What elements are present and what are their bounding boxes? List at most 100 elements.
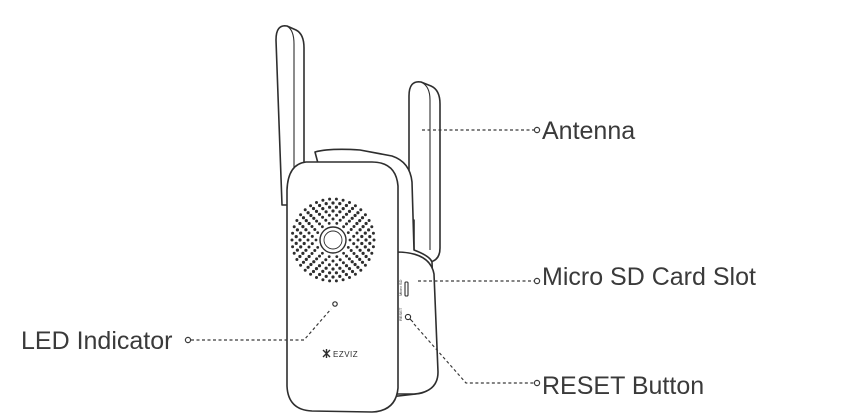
sd-side-text: Micro SD	[398, 279, 403, 296]
speaker-hole	[350, 206, 355, 211]
sd-slot-label: Micro SD Card Slot	[542, 263, 756, 291]
speaker-hole	[344, 203, 348, 208]
speaker-hole	[334, 271, 338, 275]
speaker-hole	[358, 257, 362, 261]
speaker-hole	[315, 257, 319, 261]
speaker-hole	[344, 212, 349, 216]
speaker-hole	[310, 234, 314, 238]
speaker-hole	[348, 238, 352, 242]
speaker-hole	[324, 266, 328, 270]
speaker-hole	[349, 249, 353, 252]
speaker-hole	[345, 254, 348, 258]
speaker-hole	[347, 267, 352, 271]
speaker-hole	[338, 218, 342, 222]
speaker-hole	[295, 248, 299, 252]
speaker-hole	[364, 221, 368, 226]
speaker-hole	[321, 207, 325, 211]
speaker-hole	[327, 263, 331, 267]
left-antenna	[275, 24, 305, 206]
speaker-hole	[321, 225, 324, 229]
speaker-hole	[338, 266, 342, 270]
speaker-hole	[335, 255, 339, 258]
callout-antenna: Antenna	[422, 117, 635, 145]
speaker-hole	[331, 217, 335, 221]
speaker-hole	[331, 209, 335, 213]
speaker-hole	[372, 238, 376, 242]
brand-logo: EZVIZ	[322, 349, 358, 359]
speaker-hole	[327, 255, 331, 258]
speaker-hole	[346, 231, 350, 235]
speaker-hole	[347, 209, 352, 213]
speaker-hole	[371, 245, 375, 249]
speaker-hole	[294, 235, 298, 239]
speaker-hole	[327, 213, 331, 217]
speaker-hole	[331, 201, 335, 205]
speaker-hole	[353, 262, 357, 267]
speaker-hole	[328, 197, 332, 201]
speaker-hole	[341, 269, 345, 273]
speaker-hole	[318, 203, 322, 208]
reset-button-hole: RESET	[398, 307, 414, 323]
speaker-hole	[363, 231, 367, 235]
speaker-hole	[355, 221, 359, 226]
speaker-hole	[306, 238, 310, 242]
speaker-hole	[338, 202, 342, 206]
speaker-hole	[324, 202, 328, 206]
speaker-hole	[335, 263, 339, 267]
speaker-hole	[348, 276, 351, 279]
speaker-hole	[315, 201, 318, 204]
speaker-hole	[315, 276, 318, 279]
speaker-hole	[310, 225, 314, 228]
speaker-hole	[313, 249, 317, 252]
speaker-hole	[370, 225, 374, 229]
speaker-hole	[301, 260, 306, 264]
speaker-hole	[367, 228, 371, 232]
speaker-hole	[309, 272, 313, 276]
speaker-hole	[302, 241, 306, 246]
speaker-hole	[328, 279, 332, 283]
speaker-hole	[346, 246, 350, 249]
speaker-hole	[301, 216, 306, 220]
speaker-hole	[299, 245, 303, 249]
speaker-hole	[324, 218, 328, 222]
speaker-hole	[295, 258, 299, 261]
speaker-hole	[347, 257, 351, 261]
speaker-hole	[344, 272, 348, 277]
speaker-hole	[306, 265, 310, 269]
speaker-hole	[312, 216, 316, 220]
callout-led: LED Indicator	[21, 308, 332, 355]
speaker-hole	[359, 268, 363, 272]
speaker-hole	[363, 213, 367, 217]
speaker-hole	[356, 211, 360, 215]
brand-text: EZVIZ	[333, 350, 358, 359]
speaker-hole	[321, 198, 325, 202]
speaker-hole	[368, 241, 372, 245]
speaker-hole	[299, 263, 303, 267]
speaker-hole	[352, 225, 356, 228]
speaker-hole	[318, 254, 321, 258]
speaker-hole	[360, 216, 365, 220]
speaker-hole	[353, 272, 357, 276]
speaker-hole	[364, 238, 368, 242]
speaker-hole	[353, 204, 357, 208]
speaker-hole	[359, 208, 363, 212]
speaker-hole	[315, 219, 319, 223]
led-indicator-dot	[332, 301, 338, 307]
speaker-hole	[317, 212, 322, 216]
speaker-hole	[317, 264, 322, 268]
speaker-hole	[355, 254, 359, 259]
speaker-hole	[321, 251, 324, 255]
callout-sd-slot: Micro SD Card Slot	[418, 263, 756, 291]
speaker-hole	[331, 275, 335, 279]
speaker-hole	[298, 221, 302, 226]
speaker-hole	[348, 201, 351, 204]
speaker-hole	[352, 242, 356, 246]
speaker-hole	[358, 228, 362, 232]
speaker-hole	[294, 241, 298, 245]
speaker-hole	[309, 204, 313, 208]
speaker-hole	[328, 205, 332, 209]
speaker-hole	[361, 251, 365, 255]
speaker-hole	[306, 211, 310, 215]
speaker-hole	[334, 197, 338, 201]
speaker-hole	[295, 228, 299, 232]
